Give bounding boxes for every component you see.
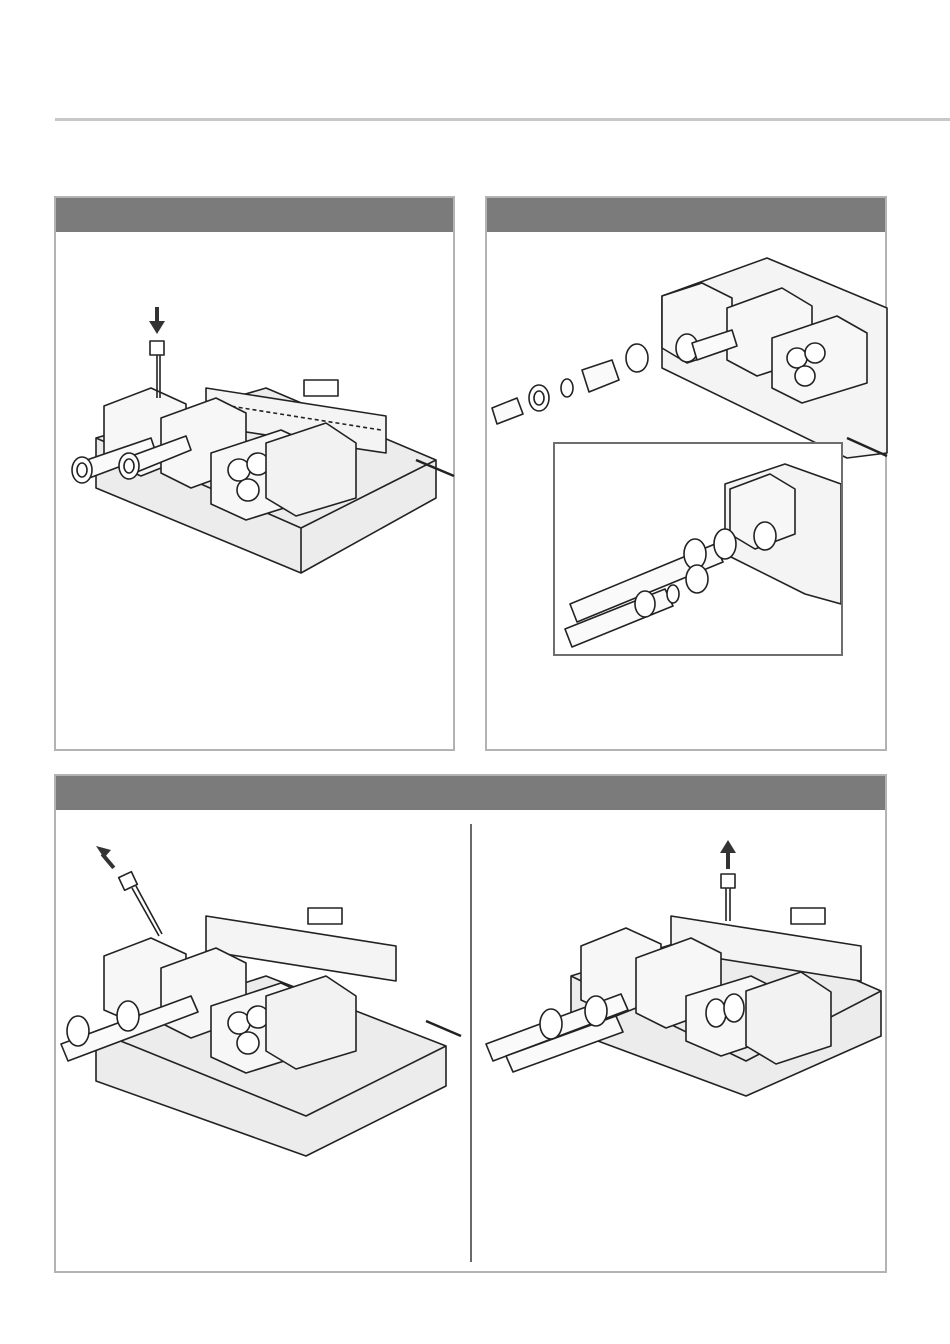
panel-step-2 (485, 196, 887, 751)
filter-screw-icon (119, 872, 162, 936)
appliance-illustration-1 (56, 198, 457, 753)
top-rule (55, 118, 950, 121)
arrow-diagonal-icon (96, 846, 115, 869)
filter-screw-icon (721, 874, 735, 921)
arrow-up-icon (720, 840, 736, 869)
panel-step-1 (54, 196, 455, 751)
appliance-illustration-3b (471, 776, 891, 1275)
arrow-down-icon (149, 307, 165, 334)
appliance-illustration-3a (56, 776, 466, 1275)
inset-illustration (555, 444, 841, 654)
panel-step-3 (54, 774, 887, 1273)
inset-detail (553, 442, 843, 656)
